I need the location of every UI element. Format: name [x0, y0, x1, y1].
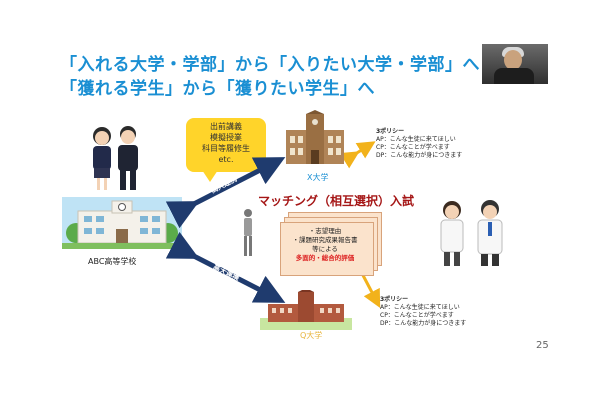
- policy-x-heading: 3ポリシー: [376, 128, 405, 135]
- university-q-label: Q大学: [300, 331, 323, 340]
- callout-line-1: 出前講義: [210, 122, 242, 131]
- policy-x-link-arrow: [339, 141, 376, 169]
- university-x-building-illustration: [286, 110, 344, 164]
- presenter-video-thumbnail[interactable]: [482, 44, 548, 84]
- professors-illustration: [440, 200, 503, 266]
- callout-line-2: 模擬授業: [210, 133, 242, 142]
- documents-line-2: ・課題研究成果報告書: [292, 236, 358, 244]
- students-illustration: [93, 126, 138, 190]
- presenter-body: [494, 68, 534, 84]
- high-school-label: ABC高等学校: [88, 257, 137, 266]
- upper-cooperation-arrow: [165, 157, 286, 229]
- policy-x-dp: DP：こんな能力が身につきます: [376, 152, 463, 159]
- document-sheet-front: [280, 222, 374, 276]
- university-x-label: X大学: [307, 173, 329, 182]
- matching-admission-title: マッチング（相互選択）入試: [258, 194, 415, 208]
- policy-q-cp: CP：こんなことが学べます: [380, 312, 454, 319]
- walking-student-illustration: [244, 209, 252, 256]
- presenter-head: [504, 50, 522, 70]
- documents-line-1: ・志望理由: [308, 227, 342, 235]
- policy-x-cp: CP：こんなことが学べます: [376, 144, 450, 151]
- three-policy-q: 3ポリシー AP：こんな生徒に来てほしい CP：こんなことが学べます DP：こん…: [380, 296, 466, 328]
- documents-line-3: 等による: [312, 245, 338, 253]
- evaluation-documents-text: ・志望理由 ・課題研究成果報告書 等による 多面的・総合的評価: [282, 227, 368, 263]
- high-school-building-illustration: [62, 197, 182, 249]
- documents-highlight: 多面的・総合的評価: [295, 254, 355, 262]
- policy-q-heading: 3ポリシー: [380, 296, 409, 303]
- slide-title-line1: 「入れる大学・学部」から「入りたい大学・学部」へ: [60, 55, 480, 75]
- policy-q-ap: AP：こんな生徒に来てほしい: [380, 304, 460, 311]
- three-policy-x: 3ポリシー AP：こんな生徒に来てほしい CP：こんなことが学べます DP：こん…: [376, 128, 462, 160]
- slide-page-number: 25: [536, 340, 549, 351]
- lower-cooperation-arrow: [165, 231, 286, 303]
- policy-x-ap: AP：こんな生徒に来てほしい: [376, 136, 456, 143]
- callout-line-3: 科目等履修生: [202, 144, 250, 153]
- university-q-building-illustration: [260, 290, 352, 330]
- slide-title-line2: 「獲れる学生」から「獲りたい学生」へ: [60, 79, 375, 99]
- policy-q-dp: DP：こんな能力が身につきます: [380, 320, 467, 327]
